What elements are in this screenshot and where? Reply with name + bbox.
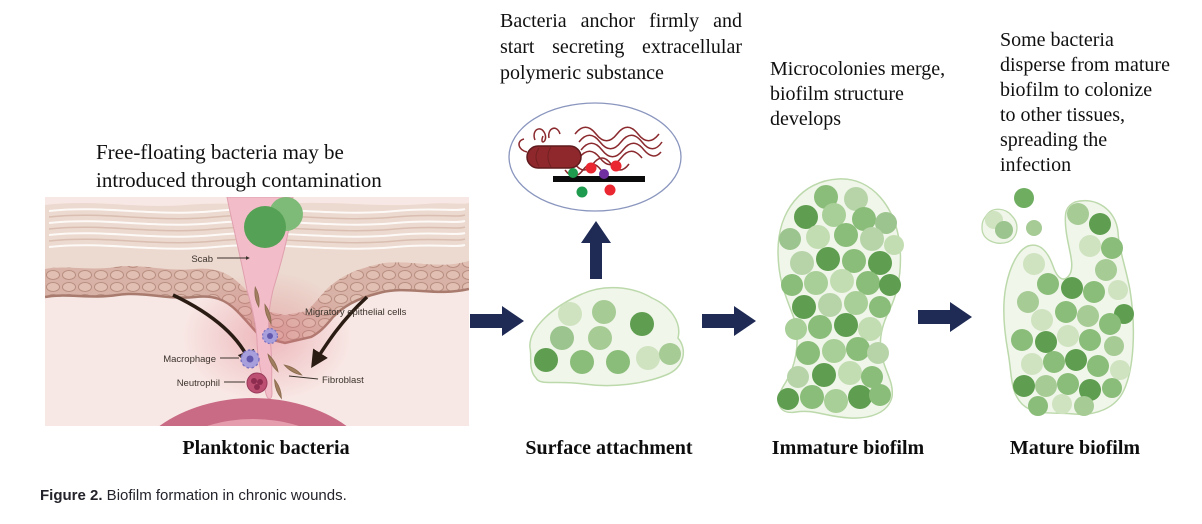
bacterium-dark-green — [244, 206, 286, 248]
macrophage-label: Macrophage — [163, 354, 216, 365]
biofilm-bacteria — [777, 185, 904, 413]
description-attachment: Bacteria anchor firmly and start secreti… — [500, 10, 742, 84]
dispersing-bacterium — [1026, 220, 1042, 236]
blood-vessel-outer — [159, 398, 347, 426]
neutrophil-cell — [246, 372, 268, 394]
rod-texture — [535, 146, 552, 168]
fibroblast-label: Fibroblast — [322, 375, 364, 386]
wound-annotations: Scab Migratory epithelial cells Macropha… — [163, 254, 406, 389]
arrow-right-icon-1 — [470, 306, 524, 336]
macrophage-cell — [240, 349, 260, 369]
inset-oval-border — [508, 102, 682, 212]
blood-vessel-inner — [207, 419, 299, 426]
macrophage-cell-upper — [261, 327, 279, 345]
bacteria-attachment-inset — [508, 102, 682, 212]
attachment-surface-bar — [553, 176, 645, 182]
flagella — [518, 126, 663, 177]
stage-label-attachment: Surface attachment — [525, 437, 693, 459]
migration-arrow-right — [311, 295, 369, 368]
migratory-epithelial-cells-label: Migratory epithelial cells — [305, 307, 407, 318]
wound-cross-section-illustration: Scab Migratory epithelial cells Macropha… — [45, 197, 469, 426]
arrow-right-icon-3 — [918, 302, 972, 332]
microcolony-bacteria — [534, 300, 681, 374]
figure-caption-text: Biofilm formation in chronic wounds. — [102, 487, 347, 504]
immature-biofilm-blob — [777, 178, 904, 419]
scab-label: Scab — [191, 254, 213, 265]
mature-biofilm-blob — [981, 188, 1135, 416]
fibroblast-cells — [254, 285, 303, 400]
figure-caption: Figure 2. Biofilm formation in chronic w… — [40, 487, 347, 504]
surface-attachment-blob — [529, 286, 685, 387]
rod-bacterium — [526, 145, 582, 169]
signal-molecules — [568, 160, 622, 198]
dispersing-bacterium — [995, 221, 1013, 239]
arrow-right-icon-2 — [702, 306, 756, 336]
stage-label-planktonic: Planktonic bacteria — [182, 437, 350, 459]
biofilm-bacteria — [1011, 203, 1134, 416]
stage-label-immature: Immature biofilm — [771, 437, 925, 459]
dispersing-bacterium — [1014, 188, 1034, 208]
description-planktonic: Free-floating bacteria may be introduced… — [96, 140, 382, 192]
wound-channel — [226, 197, 294, 400]
description-immature: Microcolonies merge, biofilm structure d… — [770, 58, 946, 130]
figure-caption-number: Figure 2. — [40, 487, 103, 504]
neutrophil-label: Neutrophil — [177, 378, 220, 389]
description-mature: Some bacteria disperse from mature biofi… — [1000, 29, 1170, 176]
arrow-up-icon — [581, 221, 611, 279]
stage-label-mature: Mature biofilm — [1009, 437, 1141, 459]
